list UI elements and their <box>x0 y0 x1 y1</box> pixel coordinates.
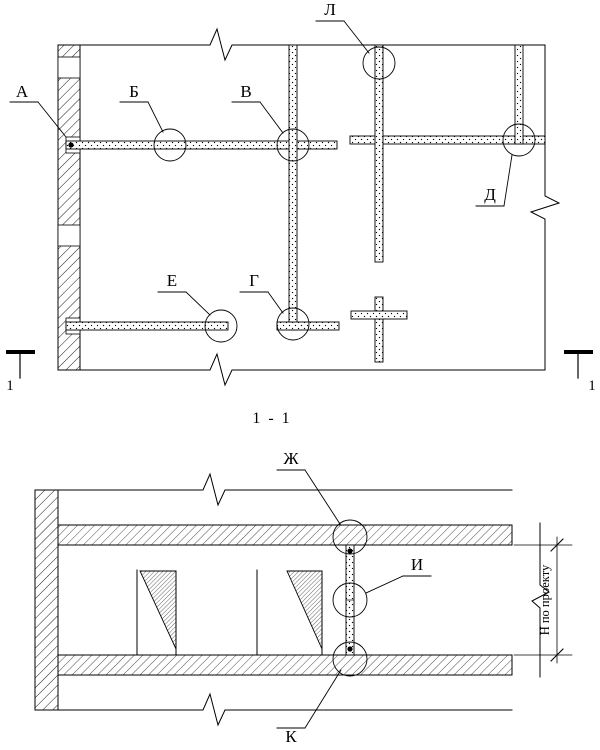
section-bottom-break-line <box>57 692 513 727</box>
callout-leader-l <box>343 20 370 54</box>
callout-label-i: И <box>411 555 423 574</box>
callout-l: Л <box>315 0 370 54</box>
callout-label-k: К <box>285 727 297 746</box>
partition-vertical-3 <box>514 44 524 145</box>
callout-label-d: Д <box>484 185 496 204</box>
section-title: 1 - 1 <box>252 410 291 427</box>
wall-niche-top <box>57 56 81 79</box>
callout-label-l: Л <box>324 0 336 19</box>
callout-leader-e <box>185 291 211 316</box>
plan-top-break-line <box>57 27 546 62</box>
detail-circle-k <box>332 641 368 677</box>
callout-leader-zh <box>304 469 341 525</box>
callout-e: Е <box>157 271 211 316</box>
exterior-wall-section <box>34 489 59 711</box>
detail-circle-i <box>332 582 368 618</box>
section-view: Ж И К Н по проекту <box>34 449 573 746</box>
callout-zh: Ж <box>276 449 341 525</box>
callout-leader-g <box>267 291 284 314</box>
wall-niche-middle <box>57 224 81 247</box>
dimension-label: Н по проекту <box>538 564 552 635</box>
section-top-break-line <box>57 472 513 507</box>
door-leaf-2 <box>286 570 323 650</box>
dimension-tick-bottom <box>550 648 564 662</box>
callout-i: И <box>365 555 432 594</box>
plan-right-break-line <box>529 44 561 371</box>
anchor-dot-detail-a <box>68 142 74 148</box>
dimension-tick-top <box>550 538 564 552</box>
door-opening-2 <box>256 569 323 656</box>
section-right-break-line <box>531 522 550 678</box>
bottom-slab <box>57 654 513 676</box>
partition-t-horizontal <box>350 310 408 320</box>
callout-a: А <box>9 82 67 138</box>
section-cut-mark-right: 1 <box>564 350 596 394</box>
plan-bottom-break-line <box>57 352 546 387</box>
partition-horizontal-1 <box>65 140 338 150</box>
callout-label-v: В <box>240 82 251 101</box>
partition-t-vertical <box>374 296 384 363</box>
callout-k: К <box>276 669 342 746</box>
callout-label-b: Б <box>129 82 139 101</box>
detail-circle-v <box>276 128 310 162</box>
height-dimension: Н по проекту <box>513 536 573 664</box>
callout-leader-a <box>37 101 67 138</box>
door-opening-1 <box>136 569 177 656</box>
detail-circle-b <box>153 128 187 162</box>
partition-vertical-1 <box>288 44 298 331</box>
top-slab <box>57 524 513 546</box>
cut-number-right: 1 <box>588 378 596 394</box>
anchor-dot-top <box>347 548 353 554</box>
callout-g: Г <box>239 271 284 314</box>
detail-circle-l <box>362 46 396 80</box>
exterior-wall-plan <box>57 44 81 371</box>
callout-d: Д <box>475 154 513 207</box>
callout-label-g: Г <box>249 271 259 290</box>
callout-b: Б <box>119 82 164 133</box>
callout-leader-v <box>259 101 284 134</box>
callout-leader-k <box>304 669 342 729</box>
detail-circle-zh <box>332 519 368 555</box>
callout-label-a: А <box>16 82 29 101</box>
plan-view: А Б В Л Д Е <box>6 0 596 394</box>
cut-number-left: 1 <box>6 378 14 394</box>
detail-circle-d <box>502 123 536 157</box>
detail-circle-g <box>276 307 310 341</box>
detail-circle-e <box>204 309 238 343</box>
callout-leader-i <box>365 575 404 594</box>
callout-label-zh: Ж <box>283 449 299 468</box>
callout-leader-b <box>147 101 164 133</box>
door-leaf-1 <box>139 570 177 650</box>
section-cut-mark-left: 1 <box>6 350 35 394</box>
partition-horizontal-bottom-left <box>65 321 229 331</box>
partition-horizontal-2 <box>349 135 546 145</box>
callout-label-e: Е <box>167 271 177 290</box>
anchor-dot-bottom <box>347 646 353 652</box>
partition-vertical-2 <box>374 44 384 263</box>
callout-leader-d <box>503 154 513 207</box>
callout-v: В <box>231 82 284 134</box>
